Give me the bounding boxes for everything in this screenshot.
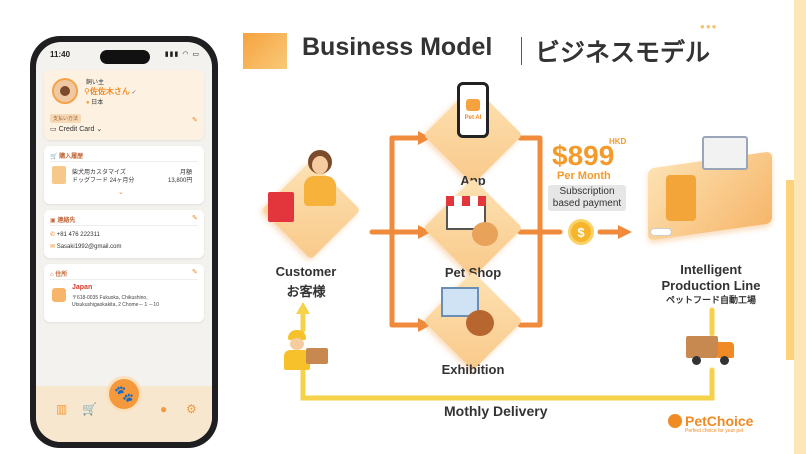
decorative-side-strip-inner <box>786 180 794 360</box>
history-title: 🛒 購入履歴 <box>50 154 84 160</box>
avatar[interactable] <box>52 78 78 104</box>
food-bag-icon <box>666 175 696 221</box>
purchase-history-card: 🛒 購入履歴 柴犬用カスタマイズ ドッグフード 24ヶ月分 月額 13,800円… <box>44 146 204 204</box>
per-month: Per Month <box>557 170 611 182</box>
paw-home-button[interactable]: 🐾 <box>106 376 142 412</box>
decorative-side-strip <box>794 0 806 454</box>
credit-card-icon: ▭ <box>50 126 57 133</box>
dog-food-bag-icon <box>52 166 66 184</box>
price: $899 <box>552 140 615 171</box>
address-country: Japan <box>72 284 93 291</box>
avatar-face-icon <box>60 86 70 96</box>
chevron-down-icon[interactable]: ⌄ <box>118 189 124 196</box>
title-separator <box>521 37 522 65</box>
arrowhead-exhibition <box>418 318 431 332</box>
logo-name: PetChoice <box>685 413 754 429</box>
cart-icon[interactable]: 🛒 <box>82 402 97 416</box>
house-icon <box>52 288 66 302</box>
payment-tag: 支払い方法 <box>50 114 82 123</box>
edit-icon[interactable]: ✎ <box>192 269 198 276</box>
pet-ai-logo-icon <box>466 99 480 111</box>
customer-label: Customer <box>275 264 337 279</box>
arrowhead-petshop <box>418 225 431 239</box>
address-line2: Utsukushigaokakita, 2 Chome－１－10 <box>72 302 159 308</box>
dog-icon <box>466 310 494 336</box>
phone-notch <box>100 50 150 64</box>
mail-icon: ✉ <box>50 244 56 250</box>
phone-icon: ✆ <box>50 232 56 238</box>
contact-title: ▣ 連絡先 <box>50 218 76 224</box>
edit-icon[interactable]: ✎ <box>192 117 198 124</box>
arrowhead-delivery <box>296 302 310 314</box>
product-desc: ドッグフード 24ヶ月分 <box>72 178 135 184</box>
plan-label: 月額 <box>180 170 193 176</box>
production-label-1: Intelligent <box>680 262 742 277</box>
verified-icon: ✓ <box>129 90 137 96</box>
product-name: 柴犬用カスタマイズ <box>72 170 126 176</box>
petchoice-logo: PetChoice Perfect choice for your pet <box>668 413 753 434</box>
petchoice-logo-icon <box>668 414 682 428</box>
email: ✉ Sasaki1992@gmail.com <box>50 244 122 250</box>
country: ● 日本 <box>86 100 104 106</box>
production-label-2: Production Line <box>661 278 761 293</box>
edit-icon[interactable]: ✎ <box>192 215 198 222</box>
production-label-jp: ペットフード自動工場 <box>665 295 756 305</box>
logo-tagline: Perfect choice for your pet <box>685 428 744 434</box>
phone-mockup: 11:40 ▮▮▮ ◠ ▭ 飼い主 ⚲佐佐木さん ✓ ● 日本 支払い方法 ▭ … <box>30 36 218 448</box>
customer-icon <box>298 150 342 206</box>
coin-icon: $ <box>568 219 594 245</box>
divider <box>50 225 198 226</box>
gear-icon[interactable]: ⚙ <box>186 402 197 416</box>
title-accent-block <box>243 33 287 69</box>
subscription-label: Subscription based payment <box>548 185 626 211</box>
shiba-dog-icon <box>472 222 498 246</box>
currency: HKD <box>609 137 627 146</box>
arrowhead-production <box>618 225 632 239</box>
customer-label-jp: お客様 <box>286 284 326 299</box>
arrowhead-app <box>418 131 431 145</box>
phone-number: ✆ +81 476 222311 <box>50 232 100 238</box>
address-line1: 〒618-0035 Fukuoka, Chikushino, <box>72 295 148 301</box>
delivery-truck-icon <box>686 334 736 365</box>
machine-icon <box>702 136 748 170</box>
page-title-jp: ビジネスモデル <box>535 39 711 67</box>
delivery-person-icon <box>282 330 332 372</box>
contact-icon: ▣ <box>50 218 56 224</box>
payment-method[interactable]: ▭ Credit Card ⌄ <box>50 126 103 133</box>
delivery-loop-line <box>300 367 715 401</box>
chevron-down-icon: ⌄ <box>96 126 103 133</box>
divider <box>50 161 198 162</box>
smartphone-icon: Pet AI <box>457 82 489 138</box>
owner-name: ⚲佐佐木さん ✓ <box>84 87 137 96</box>
user-icon[interactable]: ● <box>160 402 168 416</box>
shopping-bag-icon <box>268 192 294 222</box>
location-pin-icon: ⚲ <box>84 87 90 96</box>
decorative-dots: ●●● <box>700 22 718 31</box>
address-card: ⌂ 住所 ✎ Japan 〒618-0035 Fukuoka, Chikushi… <box>44 264 204 322</box>
home-icon: ⌂ <box>50 272 54 278</box>
owner-label: 飼い主 <box>86 80 105 86</box>
exhibition-label: Exhibition <box>441 362 505 377</box>
divider <box>50 279 198 280</box>
page-title: Business Model <box>302 33 493 61</box>
bone-icon <box>650 228 672 236</box>
food-icon[interactable]: ▥ <box>56 402 68 416</box>
product-price: 13,800円 <box>168 178 193 184</box>
phone-screen: 11:40 ▮▮▮ ◠ ▭ 飼い主 ⚲佐佐木さん ✓ ● 日本 支払い方法 ▭ … <box>36 42 212 442</box>
address-title: ⌂ 住所 <box>50 272 68 278</box>
status-icons: ▮▮▮ ◠ ▭ <box>164 51 200 58</box>
flag-icon: ● <box>86 100 90 106</box>
app-screen-label: Pet AI <box>464 115 482 121</box>
contact-card: ▣ 連絡先 ✎ ✆ +81 476 222311 ✉ Sasaki1992@gm… <box>44 210 204 258</box>
profile-card: 飼い主 ⚲佐佐木さん ✓ ● 日本 支払い方法 ▭ Credit Card ⌄ … <box>44 70 204 140</box>
delivery-label: Mothly Delivery <box>444 403 548 419</box>
status-time: 11:40 <box>50 50 71 59</box>
cart-icon: 🛒 <box>50 154 58 160</box>
